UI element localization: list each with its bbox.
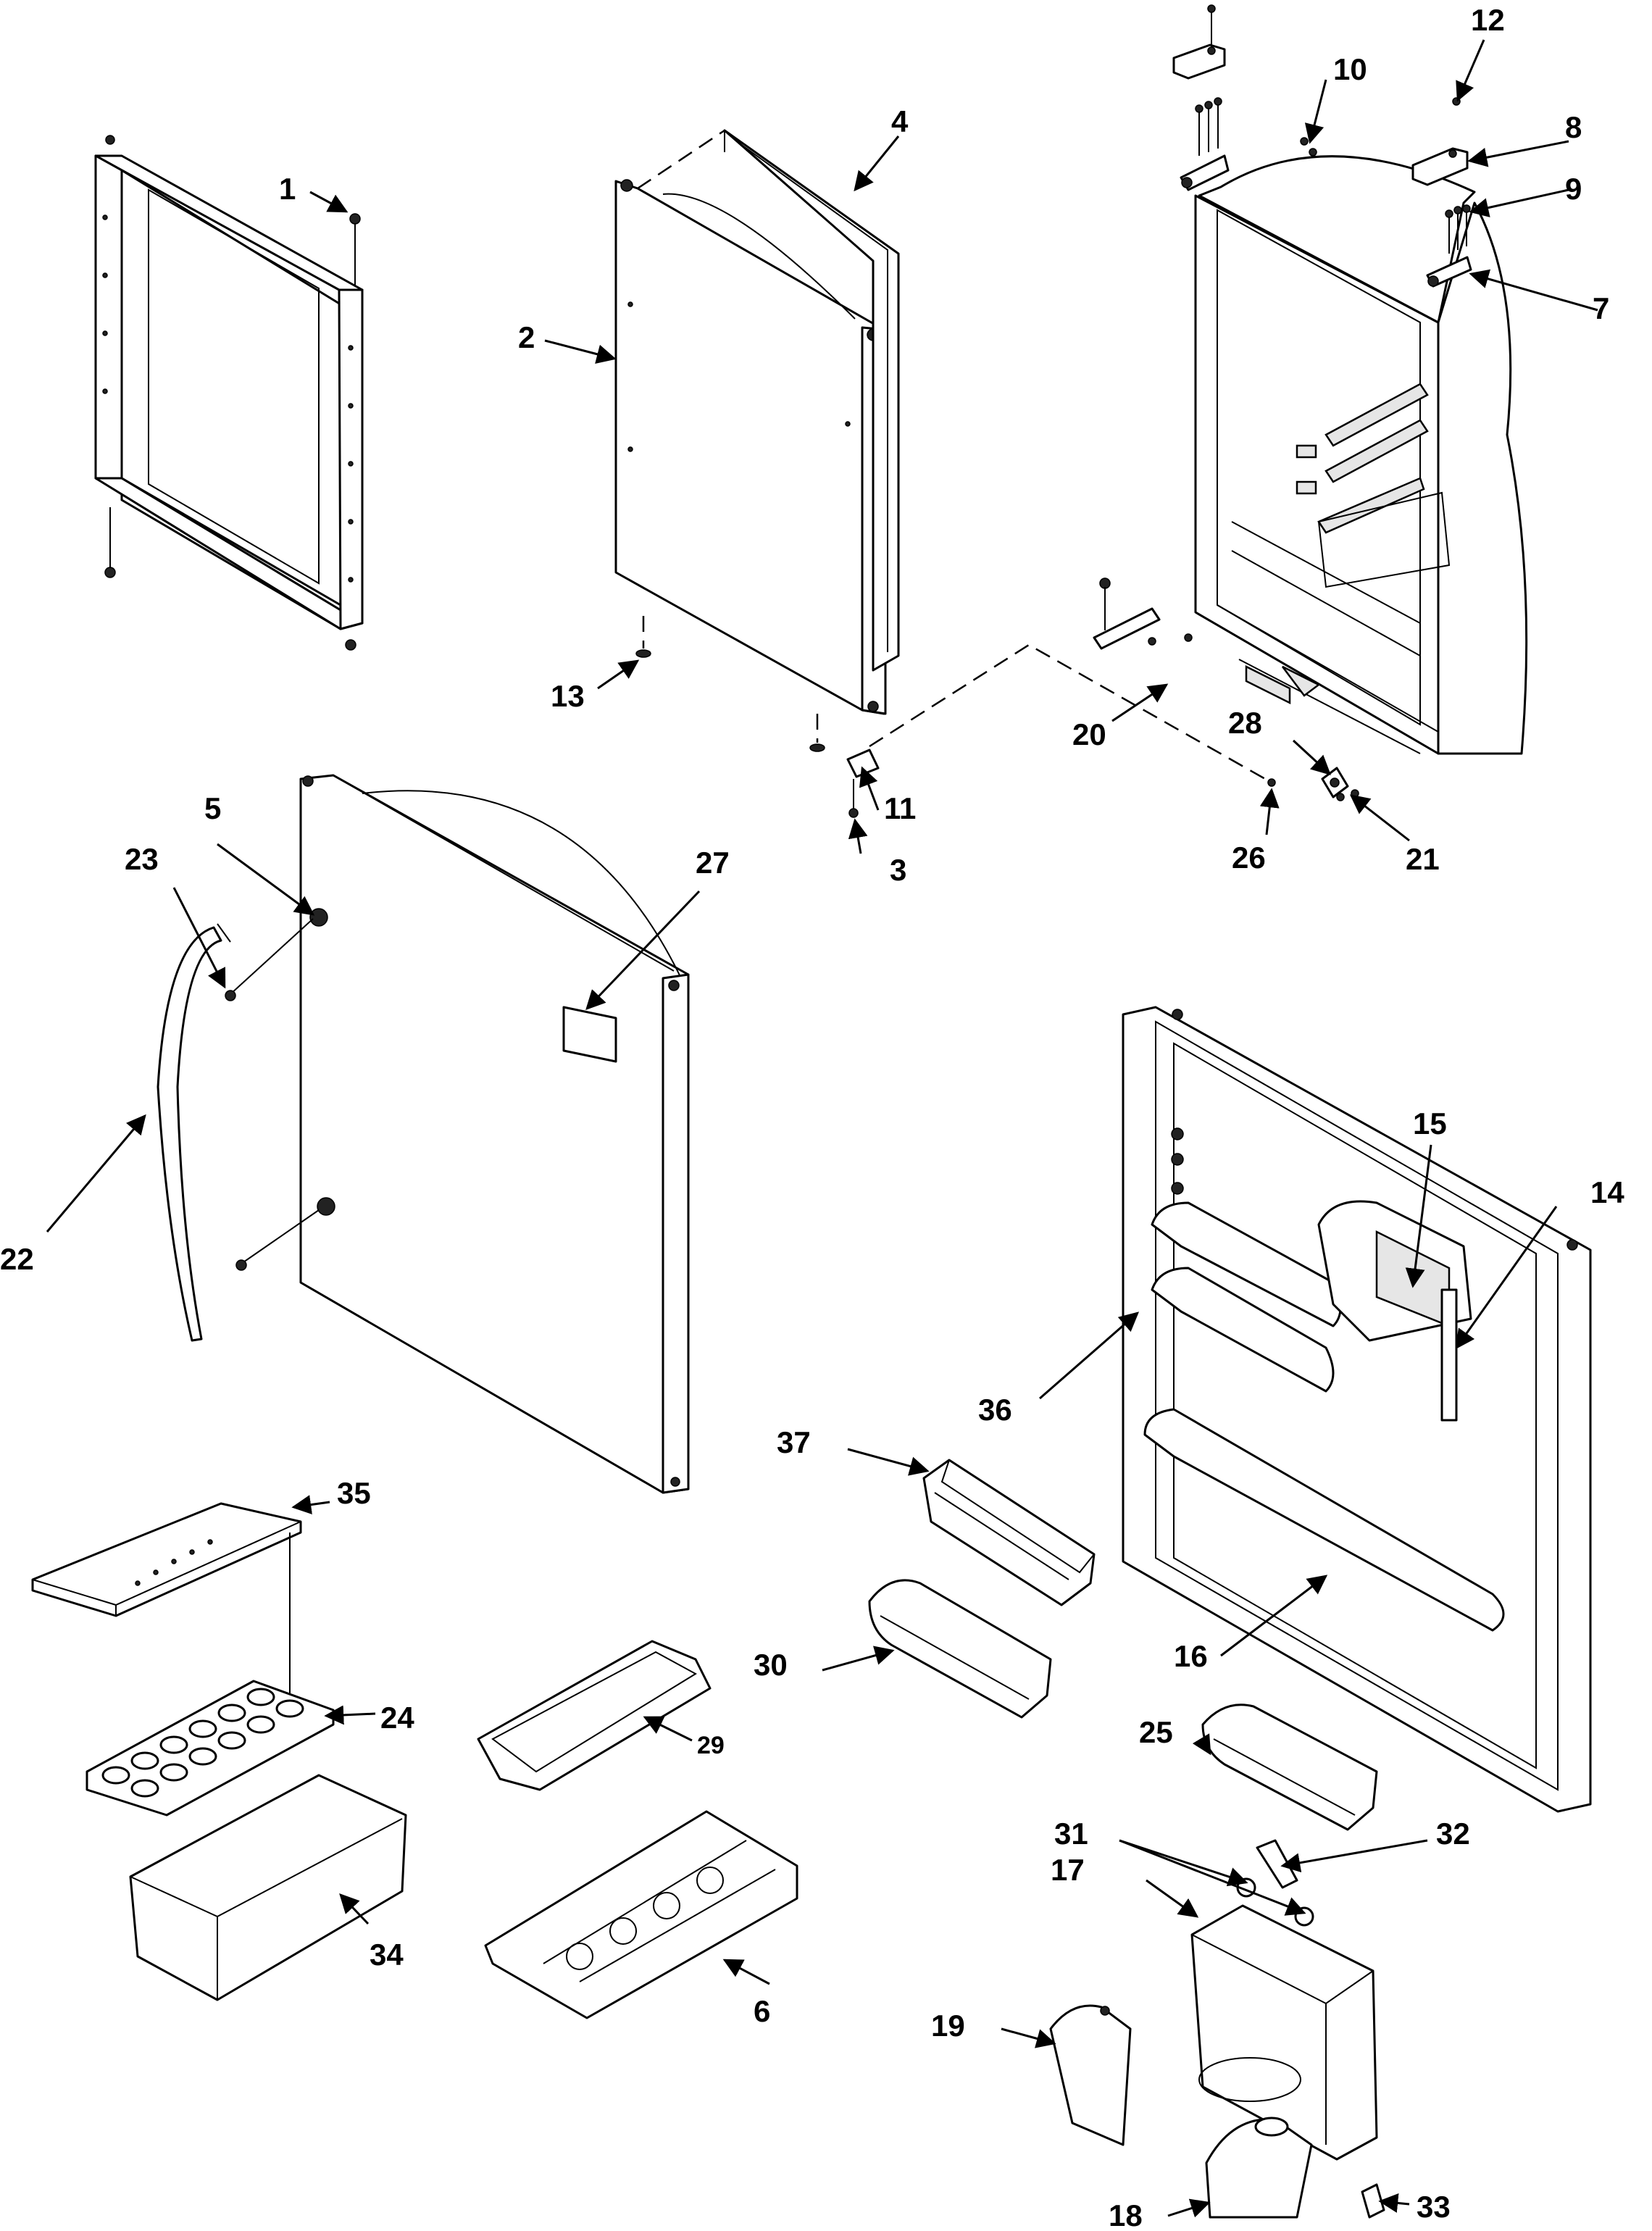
egg-tray-cover-35 — [31, 1502, 302, 1703]
callout-11: 11 — [884, 791, 916, 825]
callout-14: 14 — [1590, 1175, 1624, 1209]
callout-13: 13 — [551, 679, 585, 713]
door-panel — [614, 179, 887, 715]
callout-31: 31 — [1054, 1817, 1088, 1851]
door-bin-25 — [1201, 1704, 1378, 1831]
callout-5: 5 — [204, 791, 221, 825]
storage-bin-34 — [129, 1774, 407, 2001]
callout-16: 16 — [1174, 1639, 1208, 1673]
door-frame — [94, 135, 364, 651]
cabinet — [1194, 155, 1528, 755]
top-hinge-right — [1300, 97, 1472, 288]
bottom-hinge-assembly — [1093, 577, 1359, 801]
egg-tray-24 — [85, 1680, 335, 1817]
callout-labels: 1 2 3 4 5 6 7 8 9 10 11 12 13 14 15 16 1… — [0, 3, 1624, 2231]
can-rack-6 — [484, 1810, 798, 2019]
fresh-food-door — [299, 774, 690, 1494]
door-handle — [157, 918, 320, 1342]
callout-30: 30 — [754, 1648, 788, 1682]
callout-29: 29 — [697, 1732, 725, 1759]
door-liner — [1122, 1006, 1592, 1813]
door-gasket — [723, 129, 900, 672]
callout-20: 20 — [1072, 717, 1106, 751]
screw-holes — [102, 214, 354, 583]
callout-10: 10 — [1333, 52, 1367, 86]
callout-26: 26 — [1232, 841, 1266, 875]
callout-12: 12 — [1471, 3, 1505, 37]
callout-28: 28 — [1228, 706, 1262, 740]
callout-25: 25 — [1139, 1715, 1173, 1749]
callout-6: 6 — [754, 1994, 770, 2028]
door-bin-30 — [868, 1579, 1052, 1719]
dispenser-cover-19 — [1049, 2004, 1132, 2146]
callout-2: 2 — [518, 320, 535, 354]
energy-label — [562, 1006, 617, 1063]
callout-9: 9 — [1565, 172, 1582, 206]
assembly-line-gasket — [637, 129, 725, 190]
dispenser-housing-17 — [1190, 1904, 1378, 2161]
callout-36: 36 — [978, 1393, 1012, 1427]
callout-37: 37 — [777, 1425, 811, 1459]
callout-24: 24 — [380, 1701, 414, 1735]
top-hinge-left — [1172, 4, 1230, 191]
callout-7: 7 — [1593, 291, 1609, 325]
dairy-bin-37 — [922, 1459, 1096, 1606]
leader-lines — [46, 39, 1598, 2218]
callout-32: 32 — [1436, 1817, 1470, 1851]
callout-27: 27 — [696, 846, 730, 880]
callout-23: 23 — [125, 842, 159, 876]
callout-8: 8 — [1565, 110, 1582, 144]
assembly-line-hinge — [869, 643, 1272, 784]
shelf-29 — [477, 1640, 712, 1791]
callout-34: 34 — [370, 1938, 404, 1972]
pitcher-18 — [1205, 2117, 1313, 2219]
egg-cups — [101, 1688, 304, 1798]
callout-33: 33 — [1417, 2190, 1451, 2224]
callout-19: 19 — [931, 2009, 965, 2043]
callout-3: 3 — [890, 853, 906, 887]
callout-1: 1 — [279, 172, 296, 206]
callout-22: 22 — [0, 1242, 34, 1276]
callout-17: 17 — [1051, 1853, 1085, 1887]
callout-21: 21 — [1406, 842, 1440, 876]
callout-18: 18 — [1109, 2198, 1143, 2231]
callout-15: 15 — [1413, 1106, 1447, 1140]
callout-4: 4 — [891, 104, 909, 138]
callout-35: 35 — [337, 1476, 371, 1510]
